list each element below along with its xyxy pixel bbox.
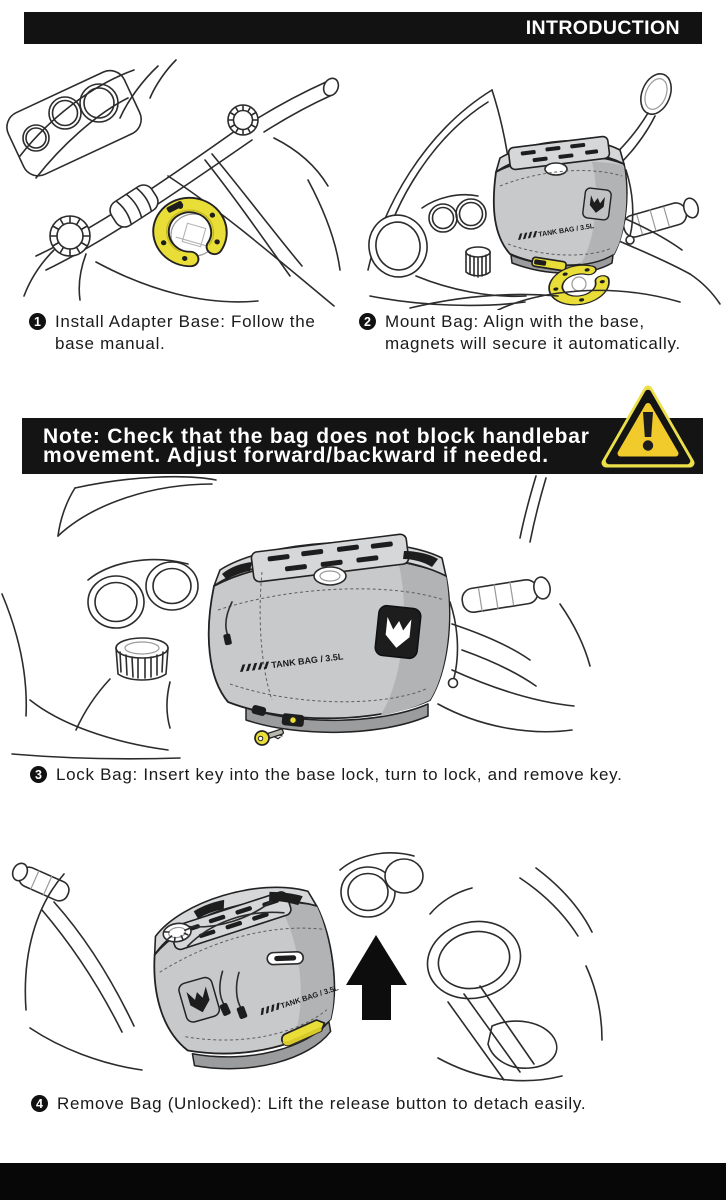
illustration-install-adapter-base — [6, 59, 341, 307]
brand-logo-icon-3 — [178, 976, 221, 1023]
illustration-remove-bag: TANK BAG / 3.5L — [11, 852, 603, 1082]
step-4-text: Remove Bag (Unlocked): Lift the release … — [57, 1094, 587, 1113]
step-2-caption: 2 Mount Bag: Align with the base, magnet… — [359, 311, 699, 355]
step-3-text: Lock Bag: Insert key into the base lock,… — [56, 765, 623, 784]
adapter-ring-icon-2 — [548, 264, 610, 306]
up-arrow-icon — [346, 935, 407, 1020]
adapter-ring-icon — [152, 196, 228, 268]
base-lock-icon — [281, 713, 305, 727]
lock-bar-icon — [531, 256, 567, 272]
section-header-bar: INTRODUCTION — [24, 12, 702, 44]
illustration-mount-bag: TANK BAG / 3.5L — [367, 73, 721, 310]
section-title: INTRODUCTION — [525, 16, 680, 39]
next-section-band — [0, 1163, 726, 1200]
step-3-caption: 3 Lock Bag: Insert key into the base loc… — [30, 764, 710, 786]
step-1-caption: 1 Install Adapter Base: Follow the base … — [29, 311, 329, 355]
key-icon — [254, 728, 284, 746]
step-3-badge: 3 — [30, 766, 47, 783]
step-4-badge: 4 — [31, 1095, 48, 1112]
note-text: Note: Check that the bag does not block … — [43, 424, 590, 467]
note-banner: Note: Check that the bag does not block … — [22, 418, 703, 474]
step-1-badge: 1 — [29, 313, 46, 330]
step-2-badge: 2 — [359, 313, 376, 330]
step-1-text: Install Adapter Base: Follow the base ma… — [55, 312, 316, 353]
brand-logo-icon-2 — [374, 604, 422, 660]
step-2-text: Mount Bag: Align with the base, magnets … — [385, 312, 681, 353]
release-button-icon — [280, 1019, 326, 1047]
illustration-lock-bag: TANK BAG / 3.5L — [1, 475, 591, 760]
warning-triangle-icon — [601, 385, 695, 468]
brand-logo-icon — [582, 187, 612, 221]
step-4-caption: 4 Remove Bag (Unlocked): Lift the releas… — [31, 1093, 711, 1115]
